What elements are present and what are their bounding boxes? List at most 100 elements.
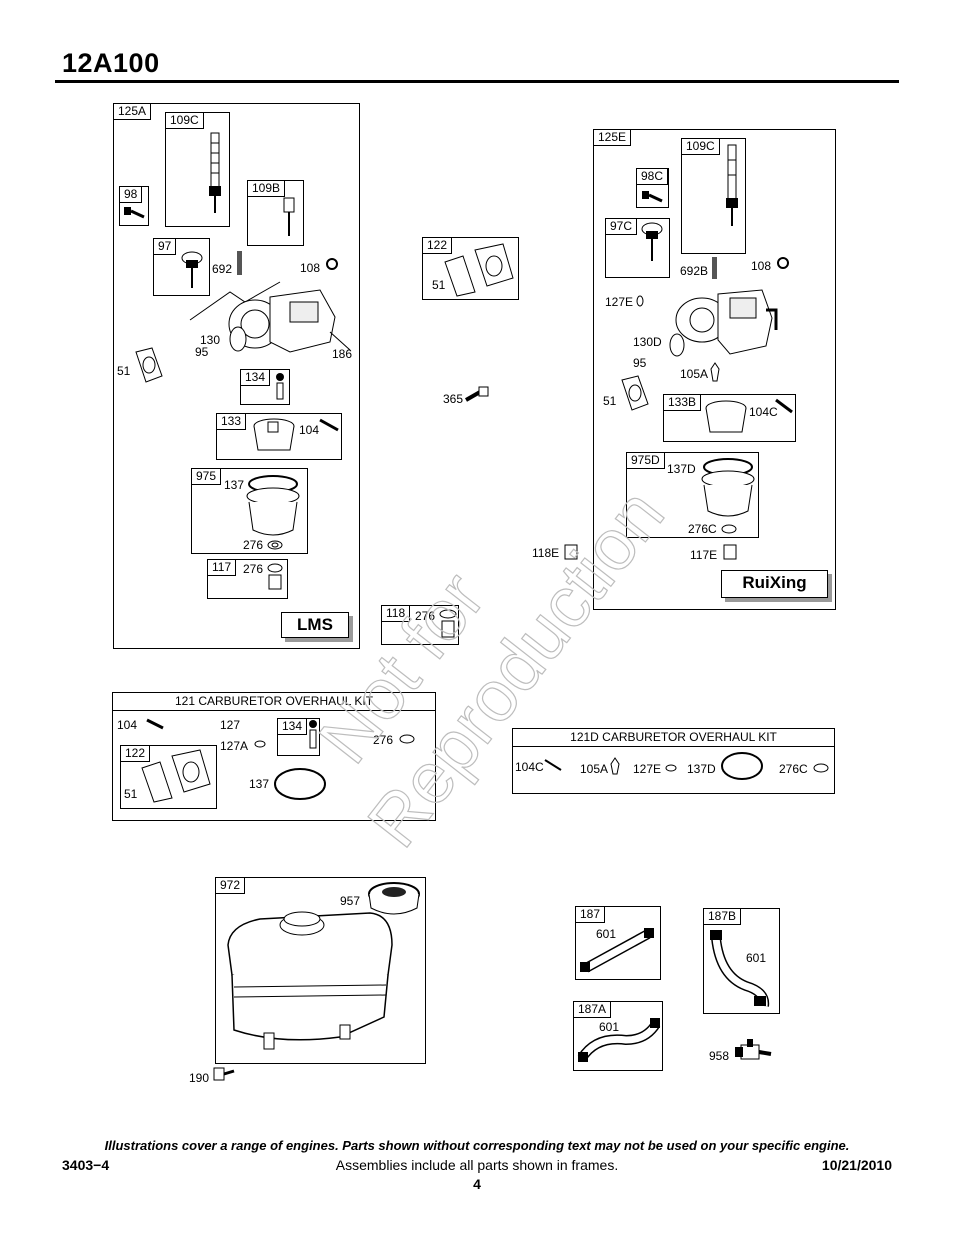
kit-121d-title: 121D CARBURETOR OVERHAUL KIT bbox=[513, 729, 834, 747]
doc-number: 3403−4 bbox=[62, 1157, 110, 1173]
label-130: 130 bbox=[200, 333, 221, 347]
label-104c-kit: 104C bbox=[515, 760, 544, 774]
label-51: 51 bbox=[117, 364, 131, 378]
tag-122-intake: 122 bbox=[422, 237, 453, 254]
frame-133b bbox=[663, 394, 796, 442]
header-rule bbox=[55, 80, 899, 83]
spring-rx-icon bbox=[712, 257, 717, 279]
page-number: 4 bbox=[473, 1176, 481, 1192]
float-pin-rx-icon bbox=[775, 398, 793, 414]
label-365: 365 bbox=[443, 392, 464, 406]
float-pin-icon bbox=[319, 418, 339, 432]
throttle-shaft-icon bbox=[283, 197, 295, 236]
frame-187 bbox=[575, 906, 661, 980]
carburetor-icon bbox=[189, 281, 351, 353]
label-137d-kit: 137D bbox=[687, 762, 716, 776]
tag-97c: 97C bbox=[605, 218, 638, 235]
tag-187: 187 bbox=[575, 906, 606, 923]
tag-109c: 109C bbox=[165, 112, 204, 129]
label-105a: 105A bbox=[680, 367, 709, 381]
assemblies-note: Assemblies include all parts shown in fr… bbox=[335, 1157, 619, 1173]
bowl-nut-icon bbox=[267, 563, 283, 590]
label-276-kit: 276 bbox=[373, 733, 394, 747]
label-104c: 104C bbox=[749, 405, 778, 419]
label-692b: 692B bbox=[680, 264, 709, 278]
label-276-lms: 276 bbox=[243, 538, 264, 552]
fuel-line-187a-icon bbox=[577, 1018, 661, 1062]
label-601-187b: 601 bbox=[746, 951, 767, 965]
label-127-kit: 127 bbox=[220, 718, 241, 732]
label-276c-kit: 276C bbox=[779, 762, 808, 776]
lms-assembly-frame bbox=[113, 103, 360, 649]
washer-kit-icon bbox=[399, 734, 415, 744]
label-186: 186 bbox=[332, 347, 353, 361]
float-rx-icon bbox=[705, 400, 747, 433]
label-958: 958 bbox=[709, 1049, 730, 1063]
pin-kit-icon bbox=[146, 718, 164, 730]
label-601-187a: 601 bbox=[599, 1020, 620, 1034]
label-51-kit: 51 bbox=[124, 787, 138, 801]
shutoff-valve-icon bbox=[735, 1039, 772, 1060]
tag-972: 972 bbox=[215, 877, 246, 894]
float-bowl-rx-icon bbox=[701, 458, 755, 517]
frame-187b bbox=[703, 908, 780, 1014]
clip-icon bbox=[326, 258, 338, 270]
carburetor-rx-icon bbox=[675, 289, 778, 355]
bowl-gasket-kitd-icon bbox=[721, 752, 763, 780]
tag-187b: 187B bbox=[703, 908, 742, 925]
label-692: 692 bbox=[212, 262, 233, 276]
tag-187a: 187A bbox=[573, 1001, 612, 1018]
frame-117 bbox=[207, 559, 288, 599]
tag-125a: 125A bbox=[113, 103, 152, 120]
label-127e: 127E bbox=[605, 295, 634, 309]
frame-118 bbox=[381, 605, 459, 645]
choke-lever-icon bbox=[181, 251, 203, 288]
fuel-tank-icon bbox=[227, 911, 393, 1050]
frame-972 bbox=[215, 877, 426, 1064]
bowl-gasket-kit-icon bbox=[274, 768, 326, 800]
frame-975d bbox=[626, 452, 759, 538]
tag-122-kit: 122 bbox=[120, 745, 151, 762]
frame-122-intake bbox=[422, 237, 519, 300]
fuel-line-187b-icon bbox=[710, 930, 770, 1007]
gasket-rx-icon bbox=[669, 333, 685, 357]
tag-133b: 133B bbox=[663, 394, 702, 411]
label-118e: 118E bbox=[532, 546, 560, 560]
date: 10/21/2010 bbox=[821, 1157, 892, 1173]
tag-118: 118 bbox=[381, 605, 411, 622]
intake-spacer-kit-icon bbox=[141, 749, 211, 803]
tag-97: 97 bbox=[153, 238, 177, 255]
washer-kitd-icon bbox=[813, 763, 829, 773]
label-137-kit: 137 bbox=[249, 777, 270, 791]
label-276c: 276C bbox=[688, 522, 717, 536]
intake-gasket-icon bbox=[135, 347, 163, 383]
tag-98: 98 bbox=[119, 186, 143, 203]
frame-97c bbox=[605, 218, 670, 278]
bolt-icon bbox=[465, 386, 489, 402]
oring-rx-icon bbox=[636, 295, 644, 307]
tag-975: 975 bbox=[191, 468, 222, 485]
clip-rx-icon bbox=[777, 257, 789, 269]
label-108: 108 bbox=[300, 261, 321, 275]
fuel-shutoff-rx-icon bbox=[726, 144, 738, 226]
bowl-nut-117e-icon bbox=[723, 544, 737, 560]
washer-rx-icon bbox=[721, 524, 737, 534]
label-95-rx: 95 bbox=[633, 356, 647, 370]
choke-lever-rx-icon bbox=[641, 222, 663, 261]
tag-98c: 98C bbox=[636, 168, 669, 185]
tag-133: 133 bbox=[216, 413, 247, 430]
fuel-shutoff-icon bbox=[209, 132, 221, 213]
label-957: 957 bbox=[340, 894, 361, 908]
frame-97 bbox=[153, 238, 210, 296]
screw-rx-icon bbox=[642, 191, 663, 203]
needle-kit-icon bbox=[309, 720, 317, 749]
page-title: 12A100 bbox=[62, 48, 160, 78]
label-276-118: 276 bbox=[415, 609, 436, 623]
label-105a-kit: 105A bbox=[580, 762, 609, 776]
oring-kitd-icon bbox=[665, 764, 677, 772]
label-601-187: 601 bbox=[596, 927, 617, 941]
frame-975 bbox=[191, 468, 308, 554]
tag-975d: 975D bbox=[626, 452, 665, 469]
fuel-line-187-icon bbox=[580, 928, 654, 973]
label-127a-kit: 127A bbox=[220, 739, 249, 753]
